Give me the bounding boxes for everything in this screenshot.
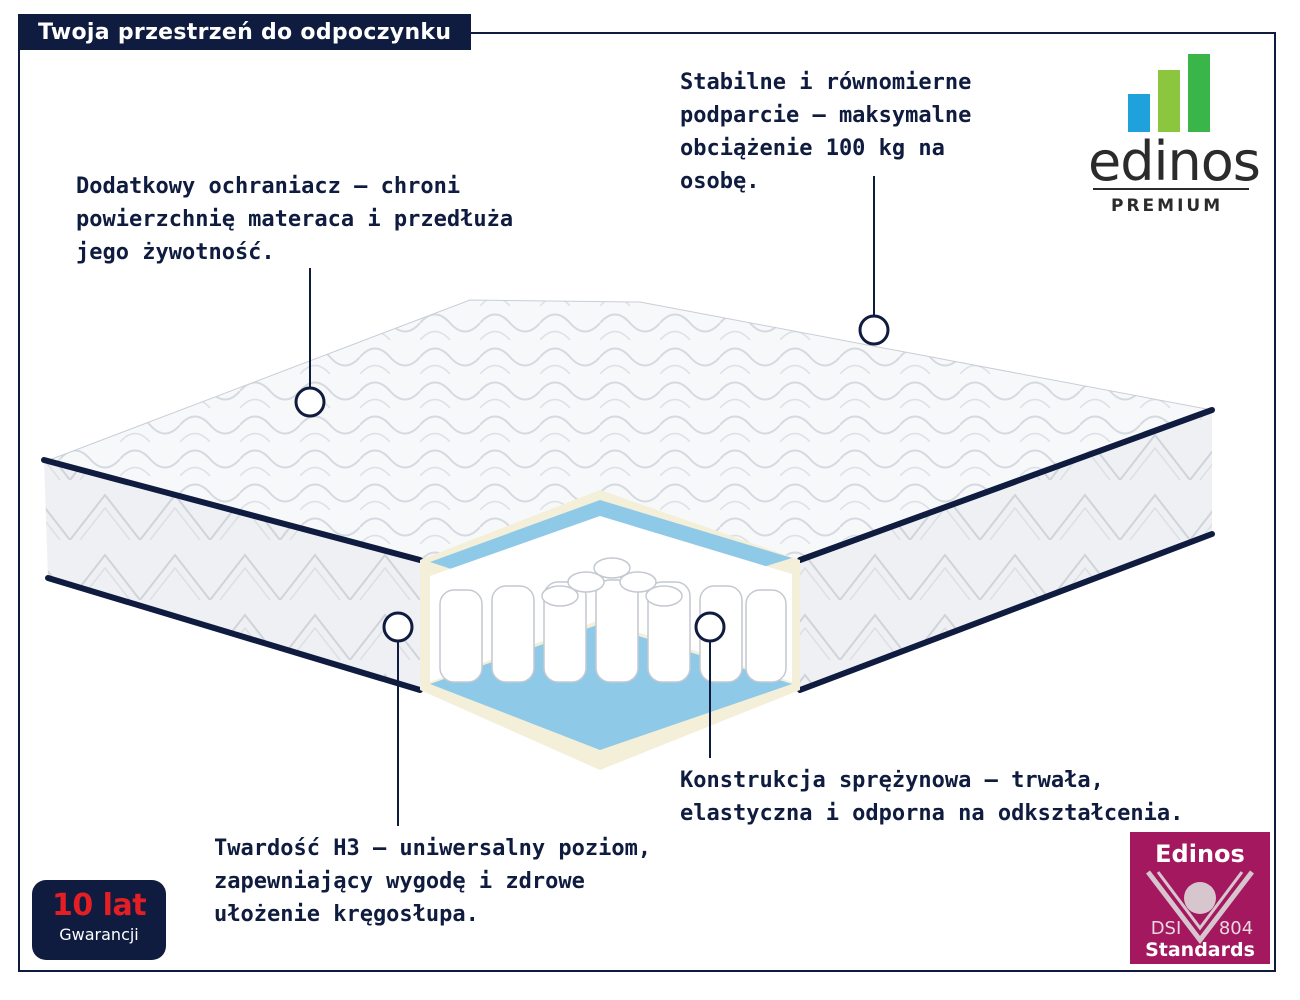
warranty-badge: 10 lat Gwarancji	[32, 880, 166, 960]
marker-support	[858, 314, 890, 346]
mattress-side-left	[44, 460, 420, 690]
logo-divider	[1093, 188, 1249, 190]
edinos-logo-bars	[1128, 54, 1210, 132]
page-title: Twoja przestrzeń do odpoczynku	[18, 14, 472, 50]
dsi-left-text: DSI	[1151, 918, 1182, 939]
callout-firmness: Twardość H3 — uniwersalny poziom,zapewni…	[214, 836, 652, 927]
marker-springs	[694, 611, 726, 643]
warranty-label: Gwarancji	[59, 925, 139, 944]
marker-protector	[294, 386, 326, 418]
content-frame	[18, 32, 1276, 972]
dsi-right-text: 804	[1219, 918, 1253, 939]
dsi-bottom-text: Standards	[1145, 939, 1255, 961]
marker-firmness	[382, 611, 414, 643]
dsi-standards-badge: Edinos DSI 804 Standards	[1130, 832, 1270, 964]
dsi-top-text: Edinos	[1155, 840, 1245, 868]
mattress-side-right	[800, 410, 1212, 690]
logo-subtitle: PREMIUM	[1111, 196, 1224, 216]
callout-springs: Konstrukcja sprężynowa — trwała,elastycz…	[680, 768, 1184, 826]
pocket-springs	[439, 557, 787, 683]
logo-wordmark: edinos	[1088, 130, 1261, 193]
warranty-years: 10 lat	[51, 888, 147, 923]
